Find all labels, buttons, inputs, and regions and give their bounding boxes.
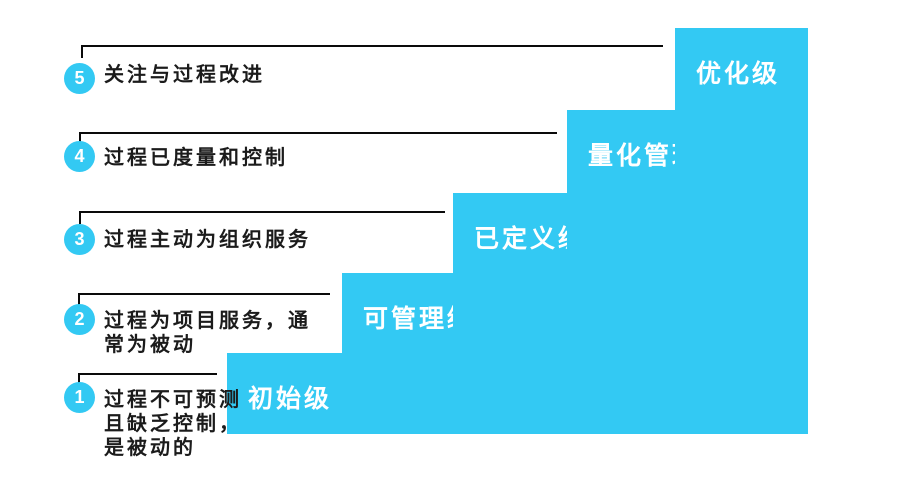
- level-description-1: 过程不可预测 且缺乏控制， 是被动的: [104, 388, 242, 460]
- level-number-badge-1: 1: [64, 382, 95, 413]
- description-line: 过程为项目服务，通: [104, 310, 311, 332]
- level-number-badge-4: 4: [64, 141, 95, 172]
- step-label-defined: 已定义级: [474, 225, 587, 253]
- level-description-3: 过程主动为组织服务: [104, 228, 311, 252]
- description-line: 过程不可预测: [104, 389, 242, 411]
- bracket-line-level-1: [78, 373, 217, 386]
- maturity-step-5-optimizing: 优化级: [675, 28, 808, 434]
- level-number-badge-5: 5: [64, 63, 95, 94]
- description-line: 常为被动: [104, 334, 196, 356]
- level-description-2: 过程为项目服务，通 常为被动: [104, 309, 311, 357]
- description-line: 且缺乏控制，: [104, 413, 242, 435]
- level-number-badge-2: 2: [64, 304, 95, 335]
- bracket-line-level-5: [81, 45, 663, 58]
- step-label-initial: 初始级: [248, 385, 333, 413]
- description-line: 是被动的: [104, 437, 196, 459]
- level-number-badge-3: 3: [64, 224, 95, 255]
- description-line: 过程已度量和控制: [104, 147, 288, 169]
- level-description-5: 关注与过程改进: [104, 63, 265, 87]
- bracket-line-level-2: [78, 293, 330, 306]
- description-line: 过程主动为组织服务: [104, 229, 311, 251]
- step-label-optimizing: 优化级: [696, 60, 781, 88]
- bracket-line-level-4: [79, 132, 557, 145]
- description-line: 关注与过程改进: [104, 64, 265, 86]
- bracket-line-level-3: [79, 211, 445, 224]
- level-description-4: 过程已度量和控制: [104, 146, 288, 170]
